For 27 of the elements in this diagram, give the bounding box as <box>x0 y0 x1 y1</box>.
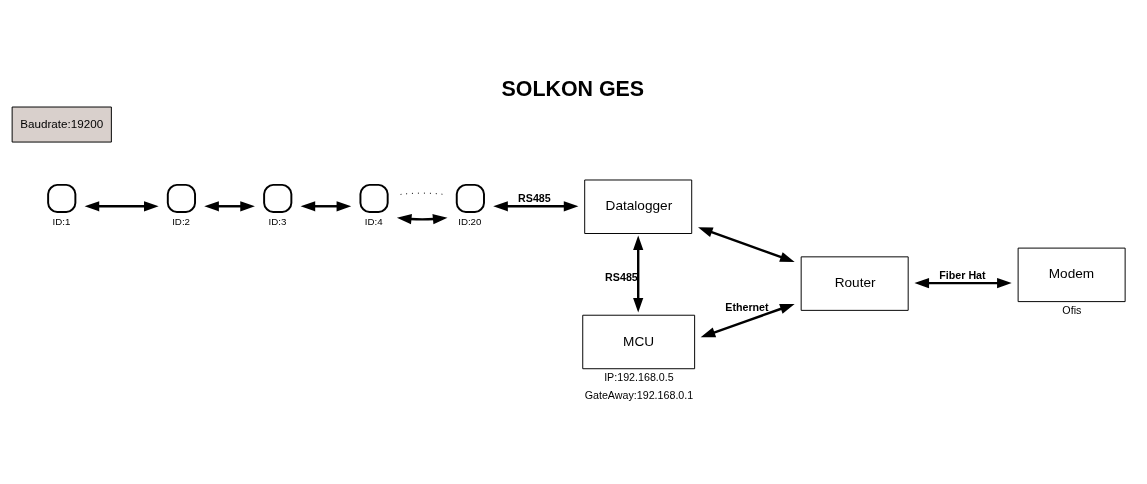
edge-label: RS485 <box>605 270 638 283</box>
node-label: ID:2 <box>172 215 191 227</box>
node-label: ID:20 <box>458 215 482 227</box>
node-box: Router <box>800 255 909 311</box>
arrow <box>700 303 795 337</box>
edge-label: Ethernet <box>725 300 769 313</box>
node-box: Modem <box>1017 247 1126 302</box>
node-box: MCU <box>582 314 696 369</box>
node-box: Datalogger <box>584 179 693 234</box>
node-label: ID:4 <box>364 215 383 227</box>
label: Baudrate:19200 <box>20 116 104 130</box>
arrow <box>493 200 579 211</box>
node-label: ID:1 <box>52 215 71 227</box>
diagram-title: SOLKON GES <box>501 76 645 101</box>
arrow <box>914 277 1012 288</box>
arrow <box>300 200 352 211</box>
arrow <box>396 213 448 224</box>
node-label: ID:3 <box>268 215 287 227</box>
arrow <box>633 234 644 313</box>
arrow <box>698 226 795 262</box>
edge-label: Fiber Hat <box>939 268 986 281</box>
arrow <box>84 200 159 211</box>
node-label: IP:192.168.0.5 <box>604 370 674 383</box>
arrow <box>204 200 255 211</box>
node-label: Ofis <box>1062 303 1082 316</box>
edge-label: RS485 <box>518 191 551 204</box>
node-label: GateAway:192.168.0.1 <box>584 388 694 401</box>
